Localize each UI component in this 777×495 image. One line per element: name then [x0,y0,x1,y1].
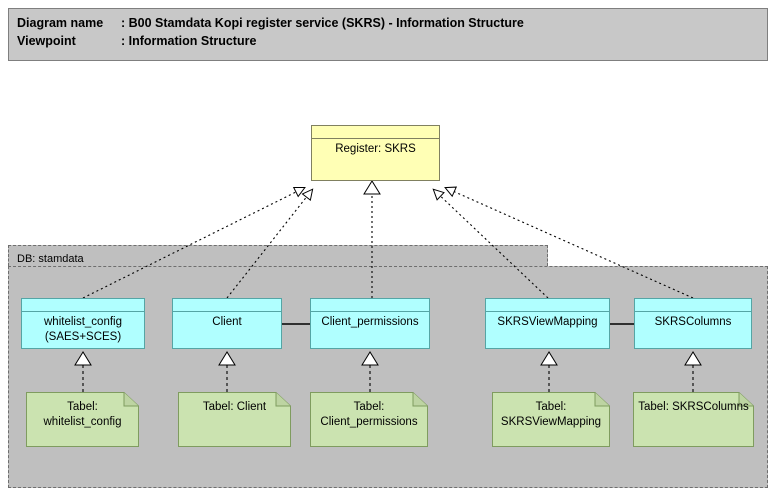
note-shape [310,392,428,447]
note-shape [492,392,610,447]
class-header-stripe [22,299,144,312]
note-shape [178,392,291,447]
class-header-stripe [486,299,609,312]
note-label-tabel-skrsviewmapping: Tabel: SKRSViewMapping [500,401,602,428]
register-label: Register: SKRS [335,143,416,155]
class-box-client[interactable]: Client [172,298,282,349]
diagram-name-separator: : [121,16,129,30]
class-label-client: Client [212,316,242,328]
class-label-client-permissions: Client_permissions [321,316,419,328]
note-box-tabel-skrscolumns[interactable]: Tabel: SKRSColumns [633,392,754,447]
diagram-title-block: Diagram name: B00 Stamdata Kopi register… [8,8,768,61]
class-header-stripe [635,299,751,312]
note-label-tabel-client: Tabel: Client [202,401,267,413]
class-label-whitelist-config: whitelist_config (SAES+SCES) [44,316,122,343]
note-label-tabel-whitelist-config: Tabel: whitelist_config [43,401,122,428]
viewpoint-value: Information Structure [128,34,257,48]
diagram-name-value: B00 Stamdata Kopi register service (SKRS… [128,16,524,30]
group-header-tab: DB: stamdata [8,245,548,266]
group-db-stamdata[interactable]: DB: stamdata [8,245,768,488]
register-skrs-box[interactable]: Register: SKRS [311,125,440,181]
realization-arrow-client-permissions [363,180,381,195]
diagram-name-line: Diagram name: B00 Stamdata Kopi register… [17,14,767,32]
note-box-tabel-whitelist-config[interactable]: Tabel: whitelist_config [26,392,139,447]
viewpoint-label: Viewpoint [17,34,76,48]
class-label-skrsviewmapping: SKRSViewMapping [497,316,598,328]
class-box-client-permissions[interactable]: Client_permissions [310,298,430,349]
note-label-tabel-client-permissions: Tabel: Client_permissions [320,401,418,428]
viewpoint-separator: : [121,34,129,48]
note-shape [26,392,139,447]
viewpoint-line: Viewpoint: Information Structure [17,32,767,50]
class-header-stripe [311,299,429,312]
note-label-tabel-skrscolumns: Tabel: SKRSColumns [638,401,749,413]
diagram-name-label: Diagram name [17,16,104,30]
class-box-skrscolumns[interactable]: SKRSColumns [634,298,752,349]
note-box-tabel-skrsviewmapping[interactable]: Tabel: SKRSViewMapping [492,392,610,447]
class-header-stripe [173,299,281,312]
note-shape [633,392,754,447]
group-label: DB: stamdata [17,253,84,265]
note-box-tabel-client-permissions[interactable]: Tabel: Client_permissions [310,392,428,447]
register-header-stripe [312,126,439,139]
note-box-tabel-client[interactable]: Tabel: Client [178,392,291,447]
class-label-skrscolumns: SKRSColumns [654,316,732,328]
class-box-whitelist-config[interactable]: whitelist_config (SAES+SCES) [21,298,145,349]
class-box-skrsviewmapping[interactable]: SKRSViewMapping [485,298,610,349]
